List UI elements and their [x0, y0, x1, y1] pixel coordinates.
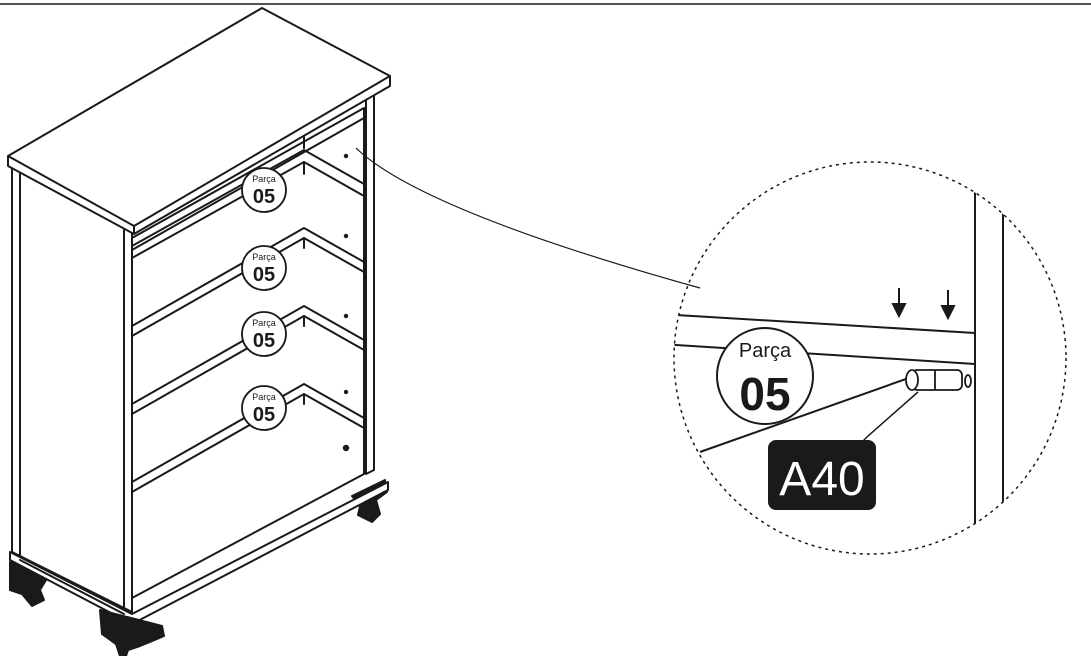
bookcase-base: [9, 481, 389, 625]
hardware-code: A40: [779, 453, 864, 506]
part-label-2: Parça 05: [241, 245, 287, 291]
shelf-pin-holes: [342, 153, 350, 452]
part-label-number: 05: [253, 264, 275, 286]
part-label-word: Parça: [252, 392, 276, 402]
down-arrow-icon: [891, 288, 907, 319]
shelf-pin: [905, 369, 972, 391]
part-label-1: Parça 05: [241, 167, 287, 213]
part-label-3: Parça 05: [241, 311, 287, 357]
shelf-2: [131, 227, 365, 337]
bookcase-illustration: [7, 7, 391, 656]
detail-part-label: Parça 05: [716, 327, 814, 425]
part-label-word: Parça: [252, 318, 276, 328]
detail-part-number: 05: [739, 368, 790, 420]
part-label-number: 05: [253, 330, 275, 352]
hardware-tag-a40: A40: [768, 440, 876, 510]
detail-magnifier: Parça 05 A40: [673, 161, 1067, 555]
bookcase-top-board: [7, 7, 391, 235]
shelf-4: [131, 383, 365, 493]
shelf-3: [131, 305, 365, 415]
shelf-1: [131, 149, 365, 259]
a40-leader: [857, 391, 919, 447]
part-label-number: 05: [253, 404, 275, 426]
part-label-number: 05: [253, 186, 275, 208]
part-label-word: Parça: [252, 252, 276, 262]
part-label-word: Parça: [252, 174, 276, 184]
down-arrow-icon: [940, 290, 956, 321]
detail-leader-curve: [355, 147, 701, 289]
bookcase-leg-front-left: [9, 561, 47, 607]
bookcase-left-side: [11, 163, 133, 613]
bookcase-right-side: [365, 91, 375, 475]
bookcase-leg-front-center: [99, 609, 165, 656]
detail-part-word: Parça: [739, 340, 792, 362]
part-label-4: Parça 05: [241, 385, 287, 431]
